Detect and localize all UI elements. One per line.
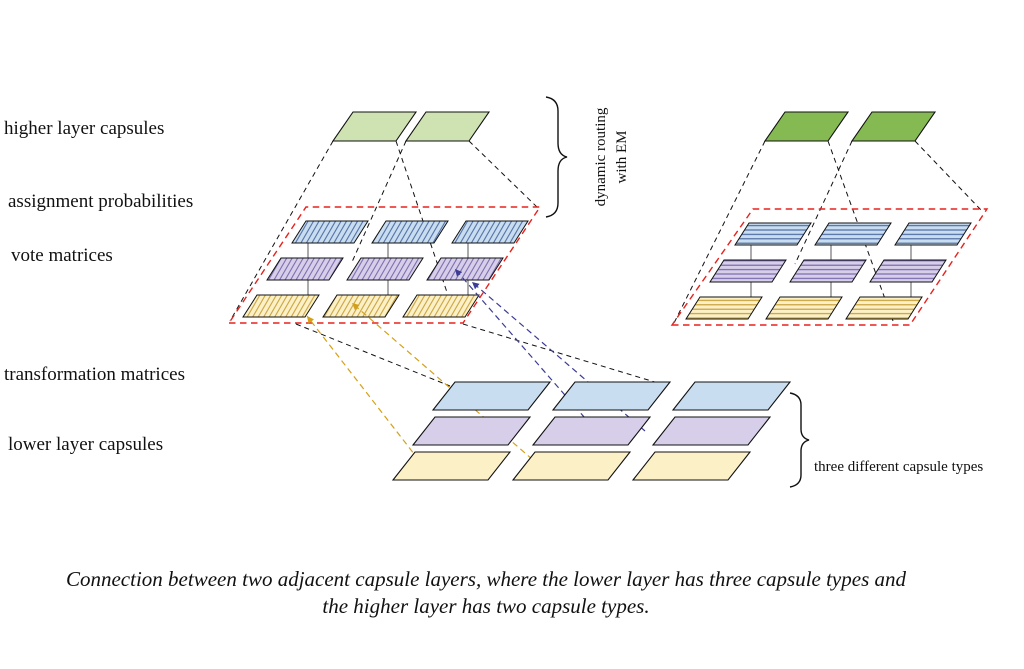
annotation-dynamic-routing-line2: with EM — [614, 131, 630, 184]
vote-matrix-cell — [734, 222, 812, 246]
transformation-link-yellow — [306, 315, 426, 469]
brace-capsule-types — [789, 392, 810, 488]
higher-capsule — [404, 111, 491, 142]
projection-line — [914, 140, 982, 211]
lower-capsule-blue — [431, 381, 552, 411]
higher-capsule — [331, 111, 418, 142]
label-higher-layer-capsules: higher layer capsules — [4, 118, 164, 139]
vote-matrix-cell — [814, 222, 892, 246]
vote-matrix-cell — [346, 257, 424, 281]
lower-capsule-yellow — [391, 451, 512, 481]
lower-capsule-purple — [651, 416, 772, 446]
vote-matrix-cell — [869, 259, 947, 283]
vote-matrices-left — [242, 220, 529, 318]
projection-line — [794, 140, 853, 265]
figure-caption-line1: Connection between two adjacent capsule … — [66, 567, 907, 591]
vote-matrix-cell — [426, 257, 504, 281]
vote-matrix-cell — [371, 220, 449, 244]
vote-matrices-right — [685, 222, 972, 320]
projection-line — [229, 140, 334, 322]
vote-matrix-cell — [291, 220, 369, 244]
vote-matrix-cell — [266, 257, 344, 281]
vote-matrix-cell — [894, 222, 972, 246]
lower-capsule-blue — [551, 381, 672, 411]
projection-line — [468, 140, 539, 209]
vote-matrix-cell — [451, 220, 529, 244]
vote-matrix-cell — [789, 259, 867, 283]
lower-capsule-blue — [671, 381, 792, 411]
annotation-capsule-types: three different capsule types — [814, 459, 983, 475]
vote-matrix-cell — [845, 296, 923, 320]
higher-capsule — [763, 111, 850, 142]
projection-line — [673, 140, 766, 324]
vote-matrix-cell — [685, 296, 763, 320]
projection-line — [351, 140, 407, 263]
vote-matrix-cell — [322, 294, 400, 318]
vote-matrix-cell — [709, 259, 787, 283]
label-lower-layer-capsules: lower layer capsules — [8, 434, 163, 455]
vote-matrix-cell — [765, 296, 843, 320]
transformation-link — [462, 323, 669, 387]
label-transformation-matrices: transformation matrices — [4, 364, 185, 385]
vote-plane-outline-right — [670, 208, 989, 326]
transformation-link — [295, 323, 451, 387]
lower-capsule-purple — [411, 416, 532, 446]
vote-matrix-cell — [402, 294, 480, 318]
lower-capsule-yellow — [511, 451, 632, 481]
lower-capsule-purple — [531, 416, 652, 446]
brace-dynamic-routing — [545, 96, 568, 218]
vote-matrix-cell — [242, 294, 320, 318]
projection-line — [827, 140, 894, 322]
figure-caption-line2: the higher layer has two capsule types. — [322, 594, 649, 618]
higher-layer-capsules-right — [763, 111, 937, 142]
transformation-link-navy — [454, 268, 599, 434]
annotation-dynamic-routing-line1: dynamic routing — [593, 107, 609, 206]
projection-lines-right — [673, 140, 982, 324]
label-vote-matrices: vote matrices — [11, 245, 113, 266]
transformation-link-navy — [471, 281, 646, 432]
lower-capsule-yellow — [631, 451, 752, 481]
higher-layer-capsules-left — [331, 111, 491, 142]
vote-plane-outline-left — [227, 206, 542, 324]
higher-capsule — [850, 111, 937, 142]
lower-layer-capsules — [391, 381, 792, 481]
label-assignment-probabilities: assignment probabilities — [8, 191, 193, 212]
